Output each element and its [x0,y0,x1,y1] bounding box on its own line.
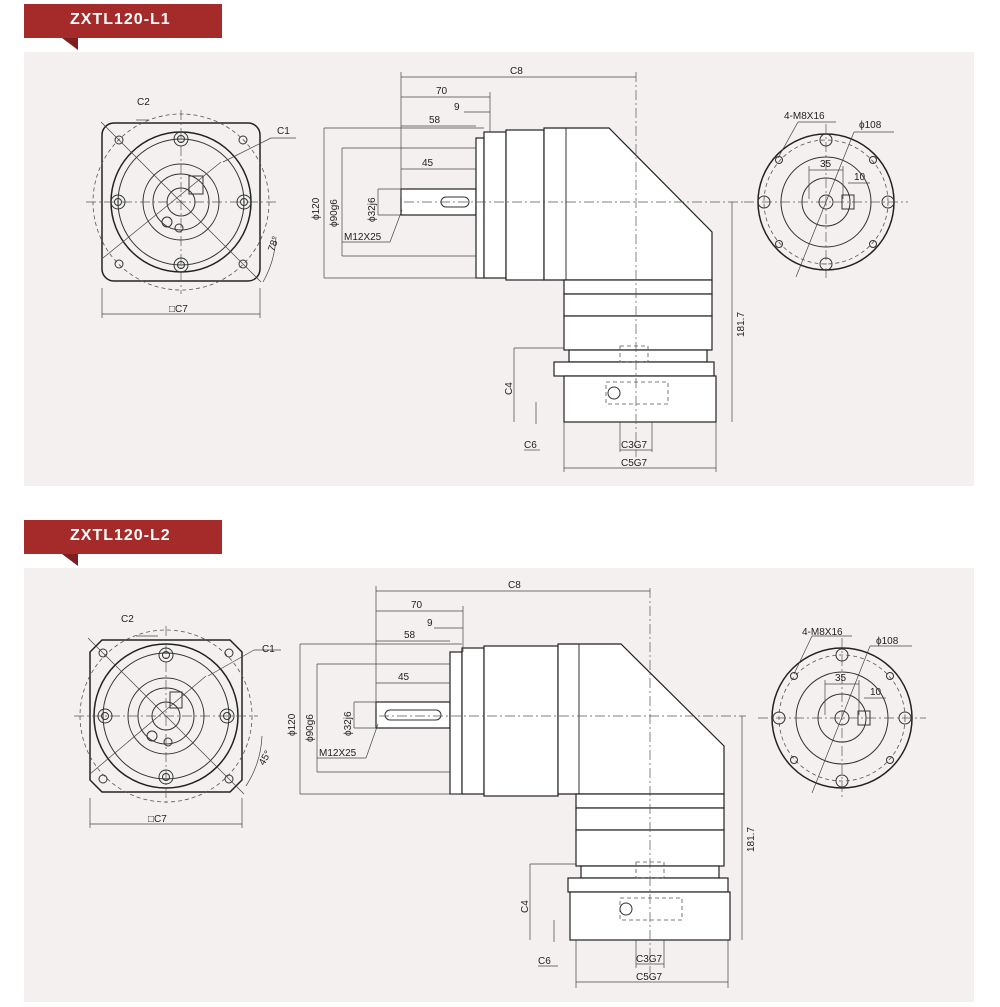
dim-dia108: ϕ108 [859,120,882,131]
dim-10: 10 [854,172,866,183]
dim-c5: C5G7 [621,458,648,469]
section-title: ZXTL120-L1 [70,11,171,28]
dim-9: 9 [427,618,433,629]
dim-c6: C6 [538,956,551,967]
dim-9: 9 [454,102,460,113]
dim-holes: 4-M8X16 [784,111,825,122]
dim-dia90: ϕ90g6 [329,199,340,227]
side-view [299,586,746,988]
dim-c1: C1 [262,644,275,655]
dim-square-c7: □C7 [169,304,188,315]
dim-c2: C2 [121,614,134,625]
front-view [86,110,296,318]
dim-holes: 4-M8X16 [802,627,843,638]
section-tag-l1: ZXTL120-L1 [24,4,222,50]
dim-58: 58 [404,630,416,641]
dim-c3: C3G7 [621,440,648,451]
dim-c8: C8 [510,66,523,77]
dim-181: 181.7 [746,827,757,852]
dim-45: 45 [398,672,410,683]
dim-angle: 78° [266,235,282,253]
dim-angle: 45° [257,749,274,768]
dim-58: 58 [429,115,441,126]
dim-c1: C1 [277,126,290,137]
drawing-panel-l2: C2 C1 45° □C7 [24,568,974,1002]
dim-thread: M12X25 [344,232,382,243]
technical-drawing: C2 C1 45° □C7 [74,580,926,988]
front-view [74,626,281,828]
section-title: ZXTL120-L2 [70,527,171,544]
dim-c4: C4 [520,900,531,913]
dim-dia120: ϕ120 [311,197,322,220]
dim-dia120: ϕ120 [287,713,298,736]
dim-35: 35 [835,673,847,684]
dim-70: 70 [436,86,448,97]
dim-dia32: ϕ32j6 [343,711,354,736]
dim-35: 35 [820,159,832,170]
dim-dia108: ϕ108 [876,636,899,647]
dim-dia90: ϕ90g6 [305,714,316,742]
rear-view [744,121,908,280]
side-view [323,72,746,472]
dim-45: 45 [422,158,434,169]
dim-c6: C6 [524,440,537,451]
dim-c3: C3G7 [636,954,663,965]
dim-c8: C8 [508,580,521,591]
dim-thread: M12X25 [319,748,357,759]
dim-181: 181.7 [736,312,747,337]
dim-c5: C5G7 [636,972,663,983]
dim-dia32: ϕ32j6 [367,197,378,222]
technical-drawing: C2 C1 78° □C7 [86,66,908,472]
dim-70: 70 [411,600,423,611]
rear-view [758,635,926,798]
dim-c2: C2 [137,97,150,108]
dim-10: 10 [870,687,882,698]
drawing-panel-l1: C2 C1 78° □C7 [24,52,974,486]
dim-c4: C4 [504,382,515,395]
section-tag-l2: ZXTL120-L2 [24,520,222,566]
dim-square-c7: □C7 [148,814,167,825]
